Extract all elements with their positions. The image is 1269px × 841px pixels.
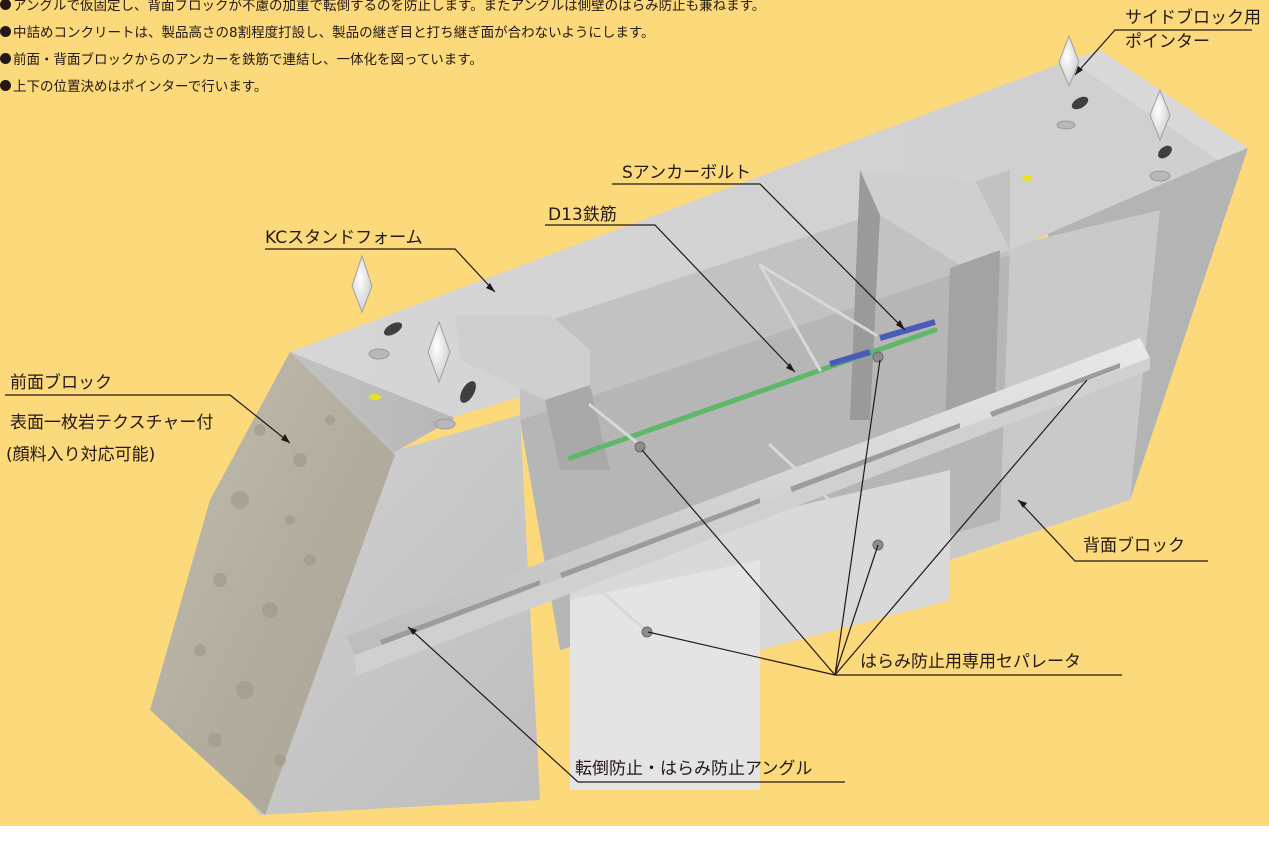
bullet-icon — [0, 79, 11, 91]
note-item: アングルで仮固定し、背面ブロックが不慮の加重で転倒するのを防止します。またアング… — [0, 0, 765, 14]
label-side-block-pointer-1: サイドブロック用 — [1125, 8, 1261, 28]
alignment-markers — [369, 175, 1032, 400]
rock-speckles — [194, 415, 335, 766]
label-s-anchor-bolt: Sアンカーボルト — [622, 163, 752, 183]
lug-right — [860, 170, 1010, 265]
bullet-icon — [0, 52, 11, 64]
pointer-holes — [368, 120, 1171, 430]
leader-back-block — [1017, 499, 1208, 562]
label-kc-stand-form: KCスタンドフォーム — [265, 228, 423, 248]
label-side-block-pointer-2: ポインター — [1125, 32, 1210, 52]
note-item: 前面・背面ブロックからのアンカーを鉄筋で連結し、一体化を図っています。 — [0, 48, 483, 68]
pointer-icon — [1149, 88, 1171, 142]
pointer-icon — [427, 320, 451, 384]
bullet-icon — [0, 25, 11, 37]
pointer-icons — [351, 34, 1171, 384]
pointer-icon — [1058, 34, 1080, 88]
angle-bar-top — [346, 338, 1150, 655]
form-interior-upper — [520, 170, 1010, 420]
note-item: 上下の位置決めはポインターで行います。 — [0, 75, 267, 95]
label-separator: はらみ防止用専用セパレータ — [860, 652, 1081, 672]
slot-holes — [383, 96, 1172, 403]
leader-front-block — [5, 394, 291, 444]
pointer-icon — [351, 254, 373, 314]
label-front-texture-1: 表面一枚岩テクスチャー付 — [10, 413, 214, 433]
label-front-block: 前面ブロック — [10, 373, 112, 393]
label-d13-rebar: D13鉄筋 — [548, 205, 617, 225]
lug-left — [455, 315, 590, 400]
anchor-bolt-blue-2 — [879, 319, 936, 341]
angle-bar-face — [355, 358, 1150, 676]
center-panel-lower — [570, 560, 760, 790]
note-item: 中詰めコンクリートは、製品高さの8割程度打設し、製品の継ぎ目と打ち継ぎ面が合わな… — [0, 21, 654, 41]
leader-s-anchor — [612, 183, 906, 331]
separators — [588, 263, 880, 632]
leader-kc-form — [265, 248, 496, 293]
anchor-bolt-blue-1 — [829, 349, 871, 367]
rock-texture-face — [150, 352, 395, 815]
bottom-band — [0, 826, 1269, 841]
lug-right-side — [945, 250, 1000, 430]
label-back-block: 背面ブロック — [1083, 536, 1185, 556]
leader-side-pointer — [1074, 29, 1252, 76]
label-front-texture-2: (顔料入り対応可能) — [6, 445, 156, 465]
leader-angle — [407, 626, 845, 783]
bullet-icon — [0, 0, 11, 10]
leader-d13 — [545, 224, 796, 373]
label-angle: 転倒防止・はらみ防止アングル — [575, 759, 813, 779]
angle-bar-slots — [380, 363, 1120, 645]
